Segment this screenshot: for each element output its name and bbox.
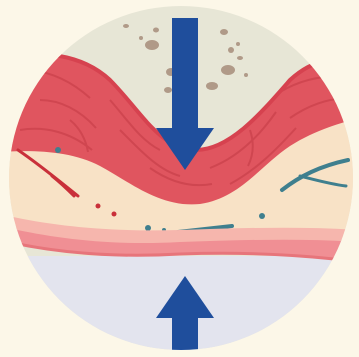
illustration	[0, 0, 359, 357]
tissue-compression-svg	[0, 0, 359, 357]
